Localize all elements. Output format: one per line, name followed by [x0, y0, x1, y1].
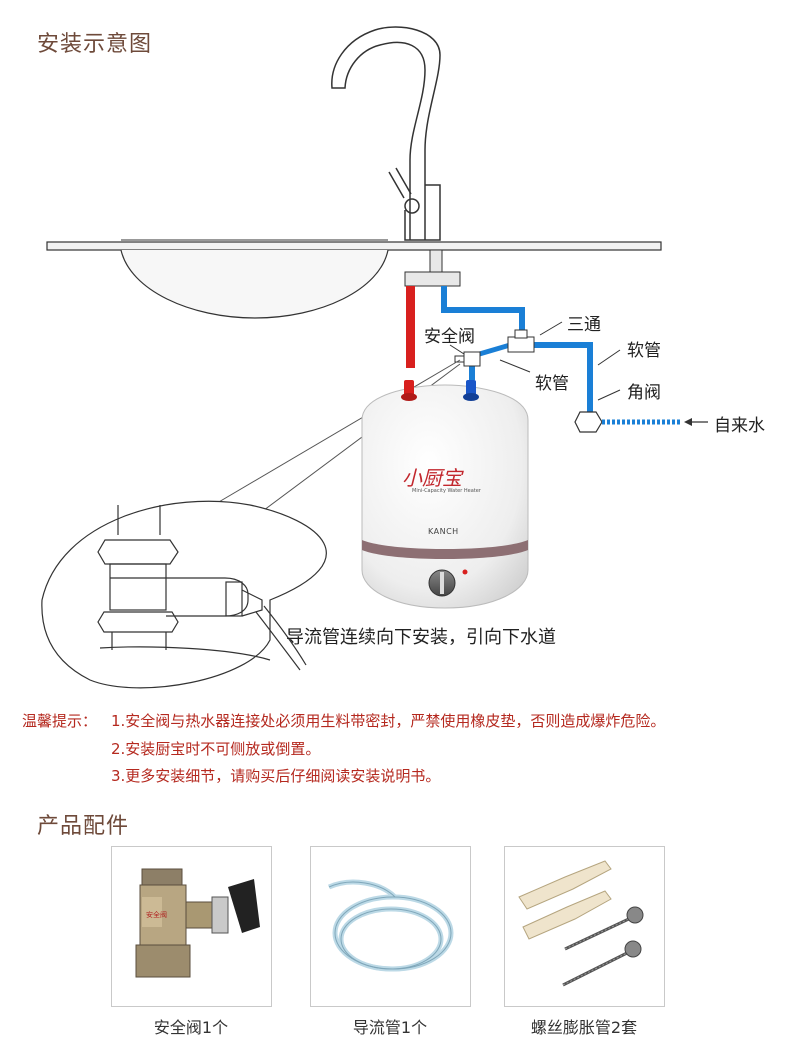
- cold-hose-upper: [441, 286, 525, 345]
- label-drain-note: 导流管连续向下安装，引向下水道: [286, 627, 556, 648]
- arrow-left-icon: [684, 418, 692, 426]
- hot-outlet-icon: [404, 380, 414, 396]
- accessory-caption-1: 安全阀1个: [153, 1018, 229, 1037]
- hot-water-pipe: [406, 286, 415, 368]
- safety-valve-photo-icon: 安全阀: [135, 868, 260, 978]
- drain-tube-photo-icon: [327, 879, 454, 972]
- tips-prefix: 温馨提示：: [22, 712, 98, 730]
- section-title-installation: 安装示意图: [37, 32, 153, 57]
- label-safety-valve: 安全阀: [424, 327, 475, 347]
- angle-valve: [574, 411, 603, 433]
- heater-logo: KANCH: [428, 527, 459, 536]
- accessory-caption-2: 导流管1个: [352, 1018, 428, 1037]
- countertop: [46, 241, 662, 251]
- cold-inlet-icon: [466, 380, 476, 396]
- section-title-accessories: 产品配件: [37, 814, 130, 839]
- label-hose-lower: 软管: [535, 374, 569, 394]
- label-angle-valve: 角阀: [627, 383, 661, 403]
- installation-diagram: [41, 26, 708, 689]
- label-tee: 三通: [567, 315, 601, 335]
- tip-item-3: 3.更多安装细节，请购买后仔细阅读安装说明书。: [111, 767, 441, 785]
- detail-inset: [41, 500, 327, 689]
- accessory-card-drain-tube: [310, 846, 471, 1007]
- faucet-base: [404, 271, 461, 287]
- water-heater: [361, 380, 529, 609]
- tip-item-2: 2.安装厨宝时不可侧放或倒置。: [111, 740, 321, 758]
- tip-item-1: 1.安全阀与热水器连接处必须用生料带密封，严禁使用橡皮垫，否则造成爆炸危险。: [111, 712, 666, 730]
- tank-band: [362, 540, 528, 559]
- accessory-card-screw-anchor: [504, 846, 665, 1007]
- heater-subline: Mini-Capacity Water Heater: [412, 488, 481, 494]
- cold-hose-right: [522, 342, 593, 415]
- accessory-card-safety-valve: 安全阀: [111, 846, 272, 1007]
- accessory-caption-3: 螺丝膨胀管2套: [530, 1018, 638, 1037]
- sink-basin: [120, 249, 389, 319]
- faucet-icon: [331, 26, 441, 241]
- tee-fitting: [507, 336, 535, 353]
- heater-brand-script: 小厨宝: [402, 466, 462, 490]
- label-hose-right: 软管: [627, 341, 661, 361]
- screw-anchor-photo-icon: [518, 860, 644, 987]
- safety-valve: [463, 351, 481, 367]
- label-tap-water: 自来水: [714, 416, 765, 436]
- svg-text:安全阀: 安全阀: [146, 910, 167, 919]
